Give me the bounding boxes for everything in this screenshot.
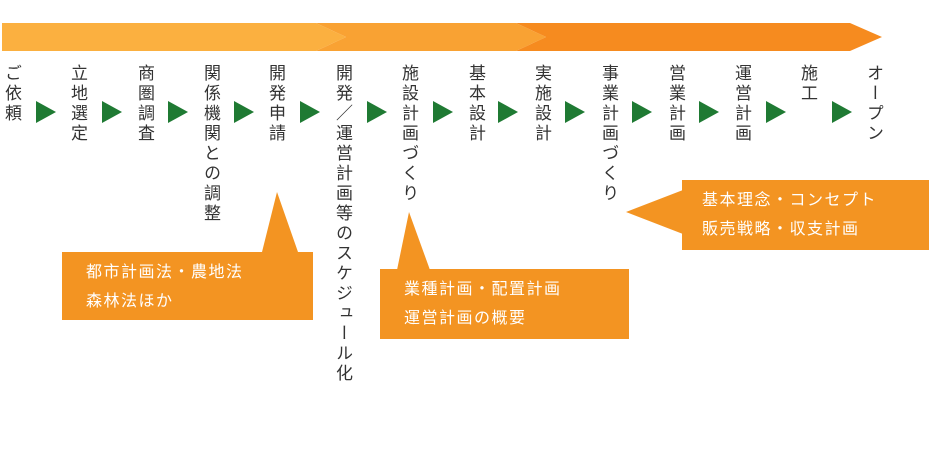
callout-facility-details: 業種計画・配置計画 運営計画の概要 bbox=[380, 269, 629, 339]
callout-facility-details-line-2: 運営計画の概要 bbox=[404, 308, 527, 327]
step-facility-planning: 施設計画づくり bbox=[398, 64, 418, 204]
step-market-research: 商圏調査 bbox=[134, 64, 154, 144]
step-scheduling: 開発／運営計画等のスケジュール化 bbox=[332, 64, 352, 384]
callout-regulations: 都市計画法・農地法 森林法ほか bbox=[62, 252, 313, 320]
flow-arrow-5 bbox=[300, 101, 320, 123]
flow-arrow-2 bbox=[102, 101, 122, 123]
flow-arrow-9 bbox=[565, 101, 585, 123]
step-business-planning: 事業計画づくり bbox=[598, 64, 618, 204]
flow-arrow-7 bbox=[433, 101, 453, 123]
step-development-application: 開発申請 bbox=[265, 64, 285, 144]
callout-pointer-3 bbox=[626, 190, 683, 234]
flow-arrow-13 bbox=[832, 101, 852, 123]
step-sales-planning: 営業計画 bbox=[665, 64, 685, 144]
callout-pointer-1 bbox=[262, 192, 298, 252]
callout-business-details-line-1: 基本理念・コンセプト bbox=[702, 190, 878, 209]
flow-arrow-3 bbox=[168, 101, 188, 123]
step-request: ご依頼 bbox=[1, 64, 21, 124]
callout-pointer-2 bbox=[397, 212, 430, 270]
step-site-selection: 立地選定 bbox=[67, 64, 87, 144]
flow-arrow-10 bbox=[632, 101, 652, 123]
step-operations-planning: 運営計画 bbox=[731, 64, 751, 144]
flow-arrow-12 bbox=[766, 101, 786, 123]
callout-facility-details-line-1: 業種計画・配置計画 bbox=[404, 279, 562, 298]
step-agency-coordination: 関係機関との調整 bbox=[200, 64, 220, 224]
timeline-bar bbox=[2, 23, 882, 51]
step-construction: 施工 bbox=[797, 64, 817, 104]
flow-arrow-11 bbox=[699, 101, 719, 123]
step-detailed-design: 実施設計 bbox=[531, 64, 551, 144]
timeline-segment-2 bbox=[316, 23, 546, 51]
callout-business-details-line-2: 販売戦略・収支計画 bbox=[702, 219, 860, 238]
step-basic-design: 基本設計 bbox=[465, 64, 485, 144]
flow-arrow-4 bbox=[234, 101, 254, 123]
step-opening: オープン bbox=[863, 64, 883, 144]
timeline-segment-1 bbox=[2, 23, 346, 51]
callout-regulations-line-2: 森林法ほか bbox=[86, 291, 174, 310]
callout-business-details: 基本理念・コンセプト 販売戦略・収支計画 bbox=[682, 180, 929, 250]
timeline-segment-3 bbox=[516, 23, 882, 51]
callout-regulations-line-1: 都市計画法・農地法 bbox=[86, 262, 244, 281]
flow-arrow-1 bbox=[36, 101, 56, 123]
flow-arrow-6 bbox=[367, 101, 387, 123]
flow-arrow-8 bbox=[498, 101, 518, 123]
